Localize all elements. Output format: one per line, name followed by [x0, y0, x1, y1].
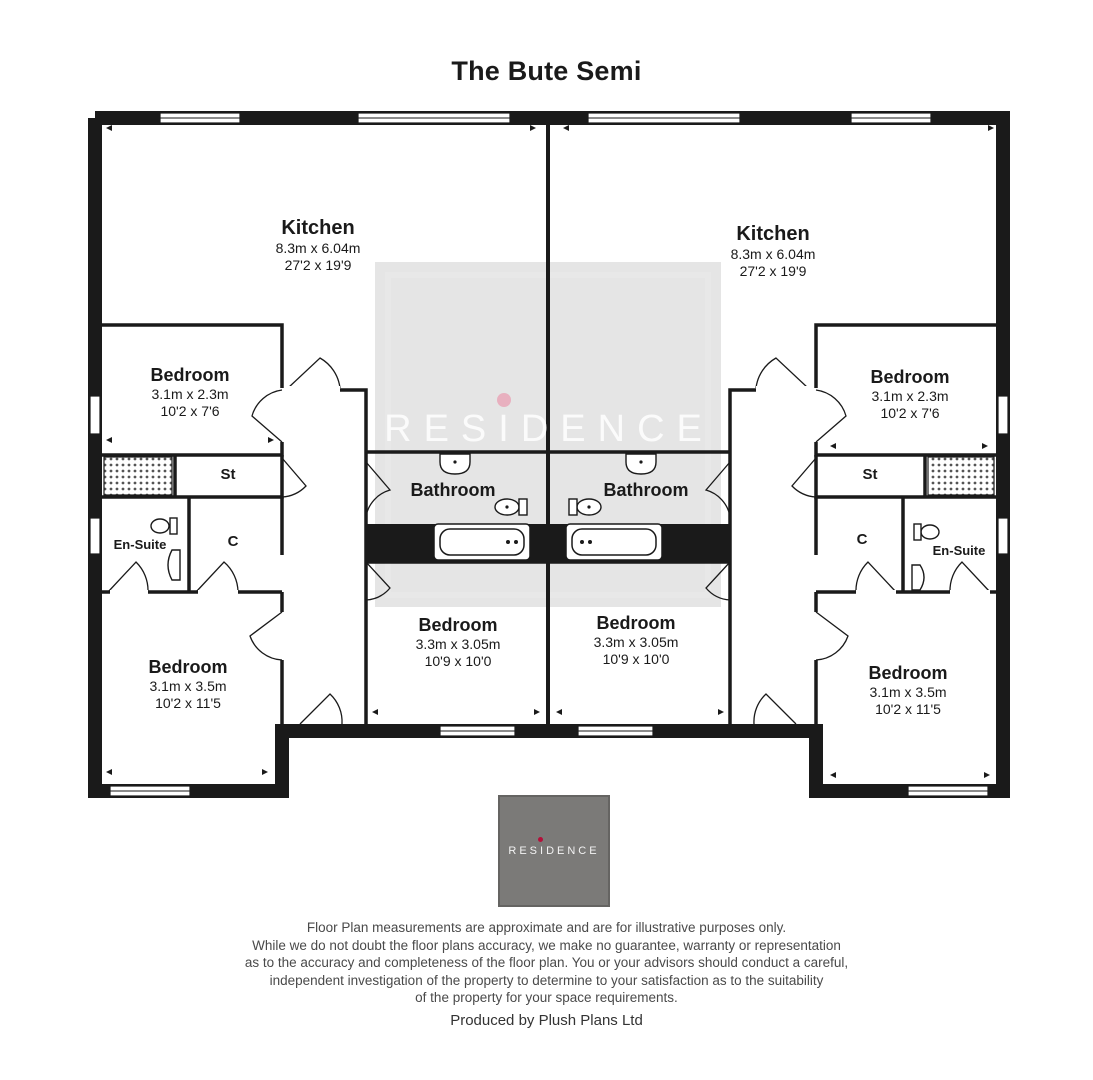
- plan-title: The Bute Semi: [451, 56, 642, 86]
- room-bedroom-centre-left: Bedroom 3.3m x 3.05m 10'9 x 10'0: [388, 614, 528, 670]
- disclaimer-line: independent investigation of the propert…: [269, 972, 824, 988]
- logo-dot: [538, 837, 543, 842]
- room-imperial: 10'9 x 10'0: [602, 651, 670, 667]
- credit-line: Produced by Plush Plans Ltd: [450, 1012, 643, 1029]
- doors: [107, 357, 991, 725]
- room-store-left: St: [208, 464, 248, 486]
- room-name: Bathroom: [410, 480, 496, 500]
- room-metric: 3.3m x 3.05m: [415, 636, 501, 652]
- disclaimer-line: Floor Plan measurements are approximate …: [306, 920, 787, 935]
- room-metric: 8.3m x 6.04m: [730, 246, 816, 262]
- room-metric: 3.1m x 2.3m: [871, 388, 949, 404]
- room-metric: 8.3m x 6.04m: [275, 240, 361, 256]
- watermark-text: RESIDENCE: [384, 408, 714, 450]
- room-kitchen-right: Kitchen 8.3m x 6.04m 27'2 x 19'9: [693, 222, 853, 280]
- room-name: C: [856, 531, 868, 548]
- room-name: C: [227, 533, 239, 550]
- room-bathroom-left: Bathroom: [393, 479, 513, 501]
- room-name: Bedroom: [868, 663, 948, 683]
- shower-tray-left: [103, 456, 173, 496]
- shower-tray-right: [927, 456, 995, 496]
- disclaimer-line: as to the accuracy and completeness of t…: [244, 955, 849, 970]
- room-bedroom-top-right: Bedroom 3.1m x 2.3m 10'2 x 7'6: [840, 366, 980, 422]
- room-imperial: 10'2 x 7'6: [160, 403, 220, 419]
- room-kitchen-left: Kitchen 8.3m x 6.04m 27'2 x 19'9: [238, 216, 398, 274]
- room-imperial: 10'2 x 7'6: [880, 405, 940, 421]
- room-metric: 3.3m x 3.05m: [593, 634, 679, 650]
- logo-text: RESIDENCE: [508, 845, 600, 857]
- room-bathroom-right: Bathroom: [586, 479, 706, 501]
- room-name: En-Suite: [113, 537, 167, 552]
- baths: [433, 523, 663, 561]
- dimension-markers: [106, 125, 994, 778]
- room-metric: 3.1m x 3.5m: [869, 684, 947, 700]
- room-imperial: 27'2 x 19'9: [739, 263, 807, 279]
- room-name: Bedroom: [870, 367, 950, 387]
- room-name: Bathroom: [603, 480, 689, 500]
- room-metric: 3.1m x 3.5m: [149, 678, 227, 694]
- room-imperial: 10'9 x 10'0: [424, 653, 492, 669]
- internal-walls: [102, 323, 996, 724]
- disclaimer-line: While we do not doubt the floor plans ac…: [252, 937, 841, 953]
- room-name: Kitchen: [281, 217, 355, 239]
- watermark-dot: [497, 393, 511, 407]
- room-name: Bedroom: [150, 365, 230, 385]
- room-name: St: [862, 466, 878, 483]
- room-store-right: St: [850, 464, 890, 486]
- floor-plan: [88, 111, 1010, 798]
- room-metric: 3.1m x 2.3m: [151, 386, 229, 402]
- room-ensuite-left: En-Suite: [108, 534, 172, 556]
- disclaimer: Floor Plan measurements are approximate …: [0, 919, 1093, 1007]
- room-bedroom-centre-right: Bedroom 3.3m x 3.05m 10'9 x 10'0: [566, 612, 706, 668]
- room-cupboard-right: C: [847, 529, 877, 551]
- room-bedroom-bottom-right: Bedroom 3.1m x 3.5m 10'2 x 11'5: [838, 662, 978, 718]
- sanitary: [150, 453, 940, 591]
- room-imperial: 27'2 x 19'9: [284, 257, 352, 273]
- room-name: Bedroom: [148, 657, 228, 677]
- room-imperial: 10'2 x 11'5: [875, 701, 941, 717]
- room-bedroom-bottom-left: Bedroom 3.1m x 3.5m 10'2 x 11'5: [118, 656, 258, 712]
- room-imperial: 10'2 x 11'5: [155, 695, 221, 711]
- room-name: Bedroom: [596, 613, 676, 633]
- room-cupboard-left: C: [218, 531, 248, 553]
- residence-logo: RESIDENCE: [498, 795, 610, 907]
- disclaimer-line: of the property for your space requireme…: [415, 990, 678, 1005]
- room-name: Kitchen: [736, 223, 810, 245]
- room-bedroom-top-left: Bedroom 3.1m x 2.3m 10'2 x 7'6: [120, 364, 260, 420]
- room-name: St: [220, 466, 236, 483]
- room-ensuite-right: En-Suite: [927, 540, 991, 562]
- room-name: Bedroom: [418, 615, 498, 635]
- room-name: En-Suite: [932, 543, 986, 558]
